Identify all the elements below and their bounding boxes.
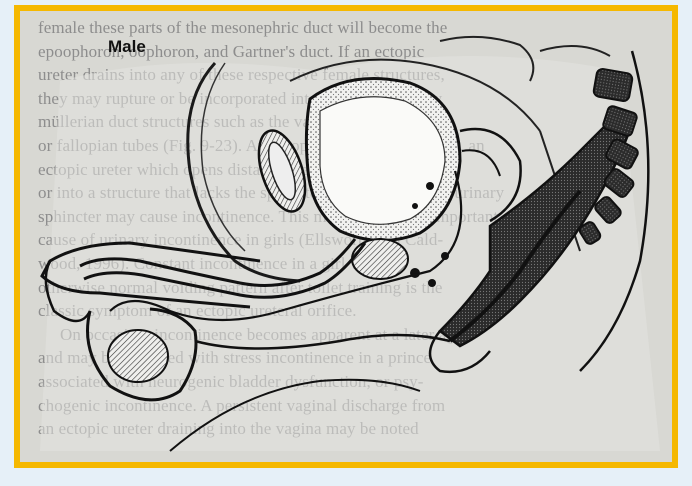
scanned-page: female these parts of the mesonephric du… (20, 11, 672, 462)
male-pelvis-illustration (20, 11, 672, 462)
prostate (352, 239, 408, 279)
figure-label: Male (108, 37, 146, 57)
figure-frame: female these parts of the mesonephric du… (14, 5, 678, 468)
testis (108, 330, 168, 382)
